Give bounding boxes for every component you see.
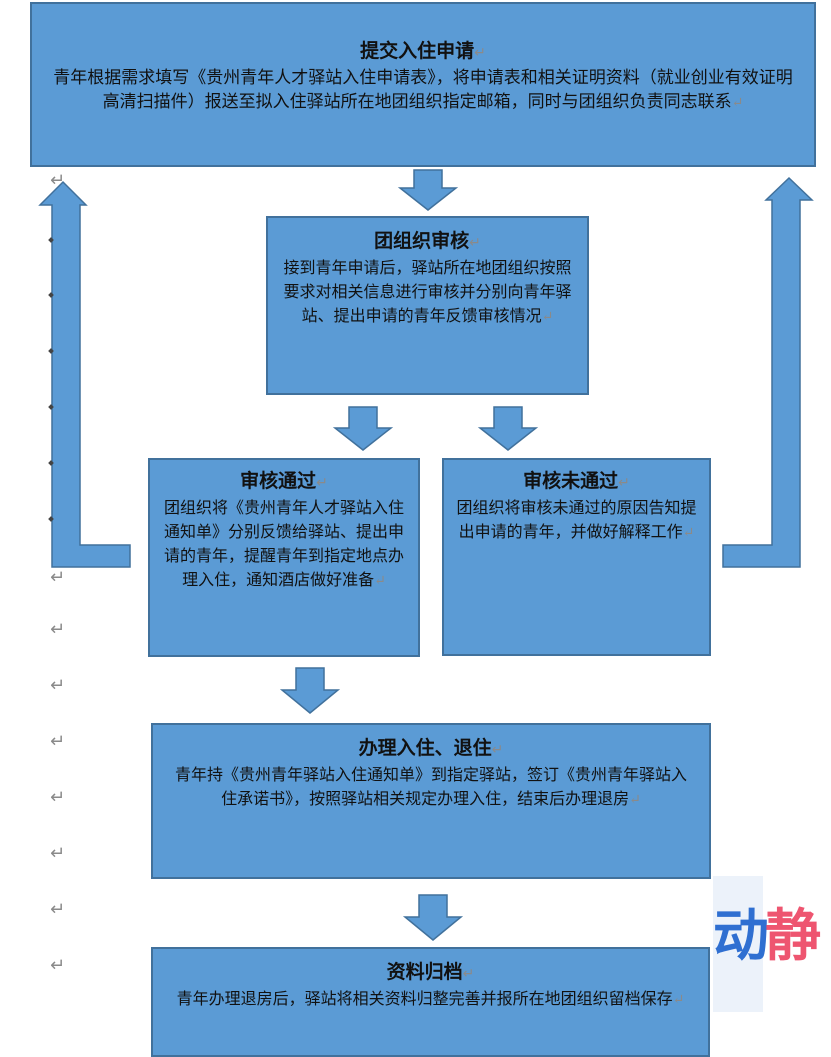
paragraph-mark: ↵ [50,170,66,191]
step-league-review: 团组织审核↵ 接到青年申请后，驿站所在地团组织按照要求对相关信息进行审核并分别向… [266,216,589,395]
loop-arrow-right [722,176,814,568]
step-body: 青年根据需求填写《贵州青年人才驿站入住申请表》，将申请表和相关证明资料（就业创业… [53,68,793,112]
paragraph-mark: ↵ [50,899,66,920]
step-body: 团组织将《贵州青年人才驿站入住通知单》分别反馈给驿站、提出申请的青年，提醒青年到… [163,498,404,589]
paragraph-mark: ↵ [50,955,66,976]
step-title: 提交入住申请 [360,40,475,62]
return-mark: ↵ [731,95,744,111]
return-mark: ↵ [374,573,386,589]
return-mark: ↵ [541,309,554,325]
return-mark: ↵ [316,475,328,491]
step-review-passed: 审核通过↵ 团组织将《贵州青年人才驿站入住通知单》分别反馈给驿站、提出申请的青年… [148,458,420,657]
step-body: 青年持《贵州青年驿站入住通知单》到指定驿站，签订《贵州青年驿站入住承诺书》，按照… [174,765,687,808]
loop-arrow-left [38,180,131,568]
step-submit-application: 提交入住申请↵ 青年根据需求填写《贵州青年人才驿站入住申请表》，将申请表和相关证… [30,2,816,167]
return-mark: ↵ [462,966,475,982]
step-body: 青年办理退房后，驿站将相关资料归整完善并报所在地团组织留档保存 [176,989,673,1008]
return-mark: ↵ [682,525,695,541]
arrow-down-4 [402,894,464,941]
watermark-char: 静 [765,904,821,969]
arrow-down-2a [332,406,394,451]
return-mark: ↵ [629,792,641,808]
step-check-in-out: 办理入住、退住↵ 青年持《贵州青年驿站入住通知单》到指定驿站，签订《贵州青年驿站… [151,723,711,879]
arrow-down-2b [477,406,539,451]
return-mark: ↵ [618,475,630,491]
paragraph-mark: ↵ [50,731,66,752]
paragraph-mark: ↵ [50,843,66,864]
step-body: 团组织将审核未通过的原因告知提出申请的青年，并做好解释工作 [456,498,697,541]
watermark-overlay [713,876,763,1012]
watermark-logo: 动静 [713,904,821,969]
return-mark: ↵ [672,992,685,1008]
paragraph-mark: ↵ [50,619,66,640]
watermark-char: 动 [713,904,769,969]
arrow-down-1 [397,169,459,211]
step-title: 审核通过 [240,470,317,492]
step-title: 审核未通过 [523,470,619,492]
step-title: 团组织审核 [374,230,470,252]
arrow-down-3 [279,667,341,714]
step-title: 办理入住、退住 [358,737,492,759]
step-archive: 资料归档↵ 青年办理退房后，驿站将相关资料归整完善并报所在地团组织留档保存↵ [151,947,710,1057]
step-body: 接到青年申请后，驿站所在地团组织按照要求对相关信息进行审核并分别向青年驿站、提出… [283,258,572,325]
return-mark: ↵ [469,235,481,251]
return-mark: ↵ [491,742,504,758]
return-mark: ↵ [474,45,486,61]
paragraph-mark: ↵ [50,567,66,588]
paragraph-mark: ↵ [50,787,66,808]
paragraph-mark: ↵ [50,675,66,696]
step-title: 资料归档 [386,961,463,983]
step-review-failed: 审核未通过↵ 团组织将审核未通过的原因告知提出申请的青年，并做好解释工作↵ [442,458,711,656]
